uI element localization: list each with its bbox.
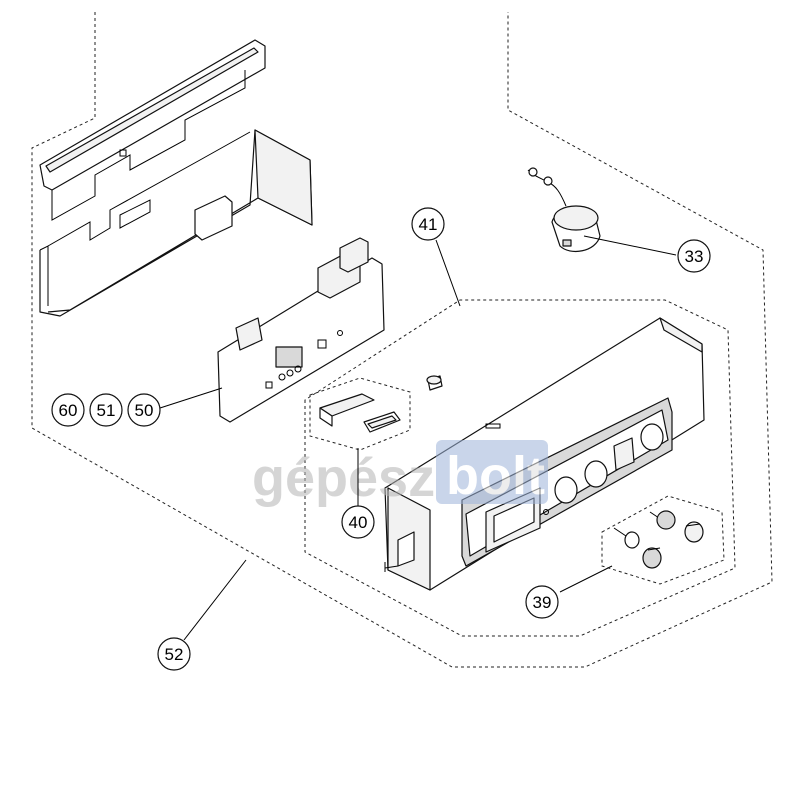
leader-52 [183,559,247,641]
knobs-part-39 [613,510,704,569]
watermark: gépész bolt [252,440,548,508]
frame-bracket [39,129,313,317]
watermark-box [436,440,548,504]
callout-39: 39 [525,585,559,619]
watermark-left-text: gépész [252,448,435,508]
top-cover-panel [39,39,266,221]
pcb-board [217,237,385,423]
assembly-52-boundary [31,12,773,668]
part-40-gasket [319,393,401,433]
svg-text:50: 50 [135,401,154,420]
part-39-boundary [601,495,725,585]
callout-52: 52 [157,637,191,671]
svg-text:60: 60 [59,401,78,420]
svg-text:51: 51 [97,401,116,420]
part-40-boundary [309,377,411,451]
assembly-41-boundary [304,299,736,637]
callout-40: 40 [341,505,375,539]
svg-text:52: 52 [165,645,184,664]
leader-39 [559,565,613,593]
callout-50: 50 [127,393,161,427]
callout-60: 60 [51,393,85,427]
leader-41 [435,239,461,307]
svg-text:40: 40 [349,513,368,532]
svg-text:41: 41 [419,215,438,234]
sensor-part-33 [527,167,601,253]
svg-text:33: 33 [685,247,704,266]
leader-33 [583,235,677,256]
svg-text:39: 39 [533,593,552,612]
callout-33: 33 [677,239,711,273]
leader-50 [159,387,223,409]
callout-51: 51 [89,393,123,427]
screw [426,375,443,391]
callout-41: 41 [411,207,445,241]
watermark-right-text: bolt [446,446,545,506]
